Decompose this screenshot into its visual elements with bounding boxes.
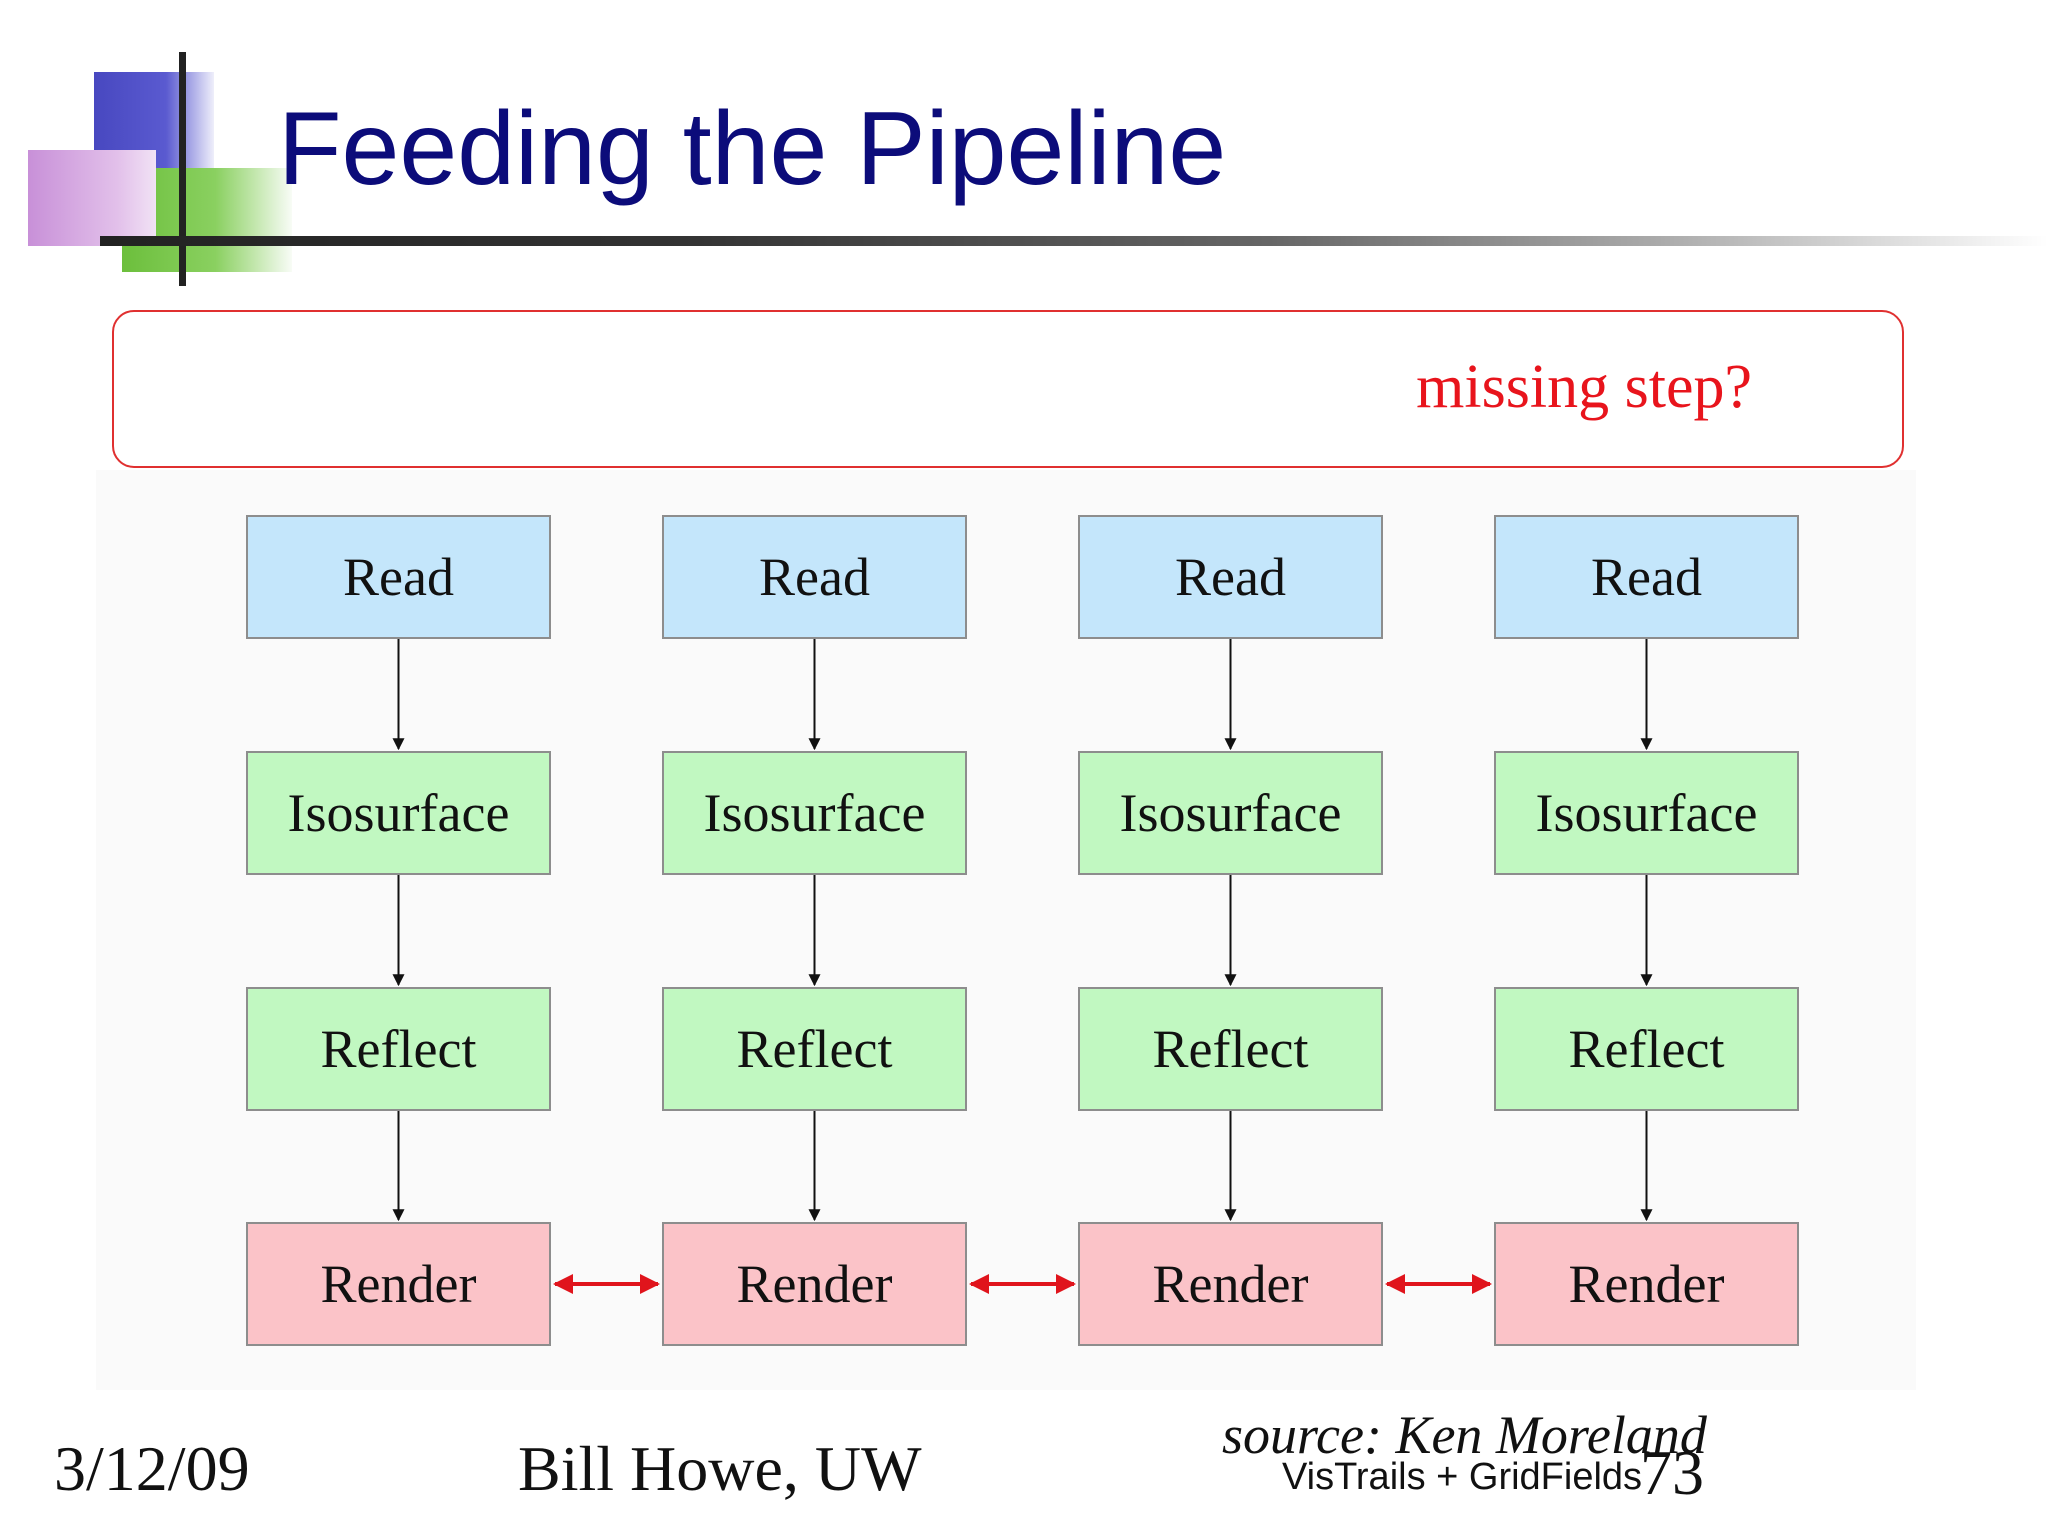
- reflect-node-3: Reflect: [1078, 987, 1383, 1111]
- isosurface-node-3: Isosurface: [1078, 751, 1383, 875]
- title-underline: [100, 236, 2048, 246]
- footer-author: Bill Howe, UW: [518, 1433, 922, 1504]
- callout-text: missing step?: [1416, 353, 1752, 421]
- render-node-4: Render: [1494, 1222, 1799, 1346]
- read-node-4: Read: [1494, 515, 1799, 639]
- reflect-node-1: Reflect: [246, 987, 551, 1111]
- reflect-node-2: Reflect: [662, 987, 967, 1111]
- isosurface-node-4: Isosurface: [1494, 751, 1799, 875]
- callout-box: missing step?: [112, 310, 1904, 468]
- corner-vertical-line: [179, 52, 186, 286]
- isosurface-node-1: Isosurface: [246, 751, 551, 875]
- isosurface-node-2: Isosurface: [662, 751, 967, 875]
- read-node-2: Read: [662, 515, 967, 639]
- corner-square-pink: [28, 150, 156, 246]
- slide-title: Feeding the Pipeline: [278, 91, 1227, 207]
- reflect-node-4: Reflect: [1494, 987, 1799, 1111]
- footer-source: source: Ken Moreland: [1222, 1405, 1707, 1465]
- read-node-3: Read: [1078, 515, 1383, 639]
- render-node-2: Render: [662, 1222, 967, 1346]
- footer-date: 3/12/09: [54, 1433, 250, 1504]
- render-node-1: Render: [246, 1222, 551, 1346]
- footer-project: VisTrails + GridFields: [1282, 1456, 1643, 1498]
- footer-page-number: 73: [1640, 1437, 1704, 1508]
- render-node-3: Render: [1078, 1222, 1383, 1346]
- read-node-1: Read: [246, 515, 551, 639]
